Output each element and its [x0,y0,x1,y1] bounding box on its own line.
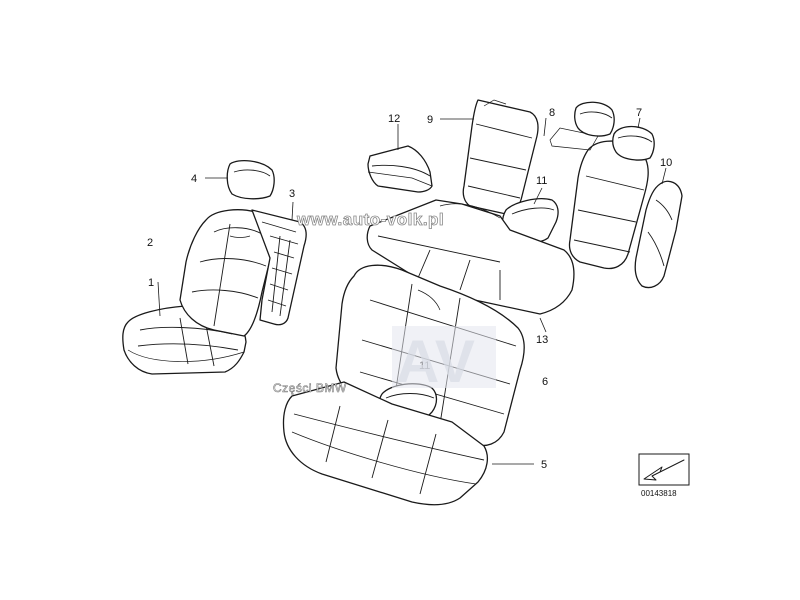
watermark-url: www.auto-volk.pl [296,210,444,229]
callout-12: 12 [388,113,400,125]
backrest-frame [251,209,307,326]
callout-11-upper: 11 [536,175,547,187]
callout-8: 8 [549,107,555,119]
arrow-icon [643,459,685,481]
rear-seat-cushion-frame [366,199,575,315]
front-headrest [226,159,275,200]
watermark-logo-box [392,326,496,388]
armrest-upper [367,145,433,193]
callout-6: 6 [542,376,548,388]
watermark: AV www.auto-volk.pl Części BMW [273,210,496,395]
rear-headrest-left [574,101,615,137]
callout-2: 2 [147,237,153,249]
callout-7: 7 [636,107,642,119]
watermark-logo: AV [396,328,475,395]
callout-5: 5 [541,459,547,471]
rear-headrest-right [612,125,655,161]
callout-4: 4 [191,173,197,185]
diagram-code: 00143818 [641,489,677,498]
side-bolster [634,180,683,289]
callout-10: 10 [660,157,672,169]
rear-backrest-right-section [462,99,539,215]
callout-9: 9 [427,114,433,126]
leader-lines [157,117,667,465]
front-backrest-cover [179,209,275,337]
callout-13: 13 [536,334,548,346]
callout-3: 3 [289,188,295,200]
rear-seat-cushion [282,381,489,506]
orientation-indicator: 00143818 [638,453,690,498]
callout-1: 1 [148,277,154,289]
watermark-subtitle: Części BMW [273,381,347,395]
